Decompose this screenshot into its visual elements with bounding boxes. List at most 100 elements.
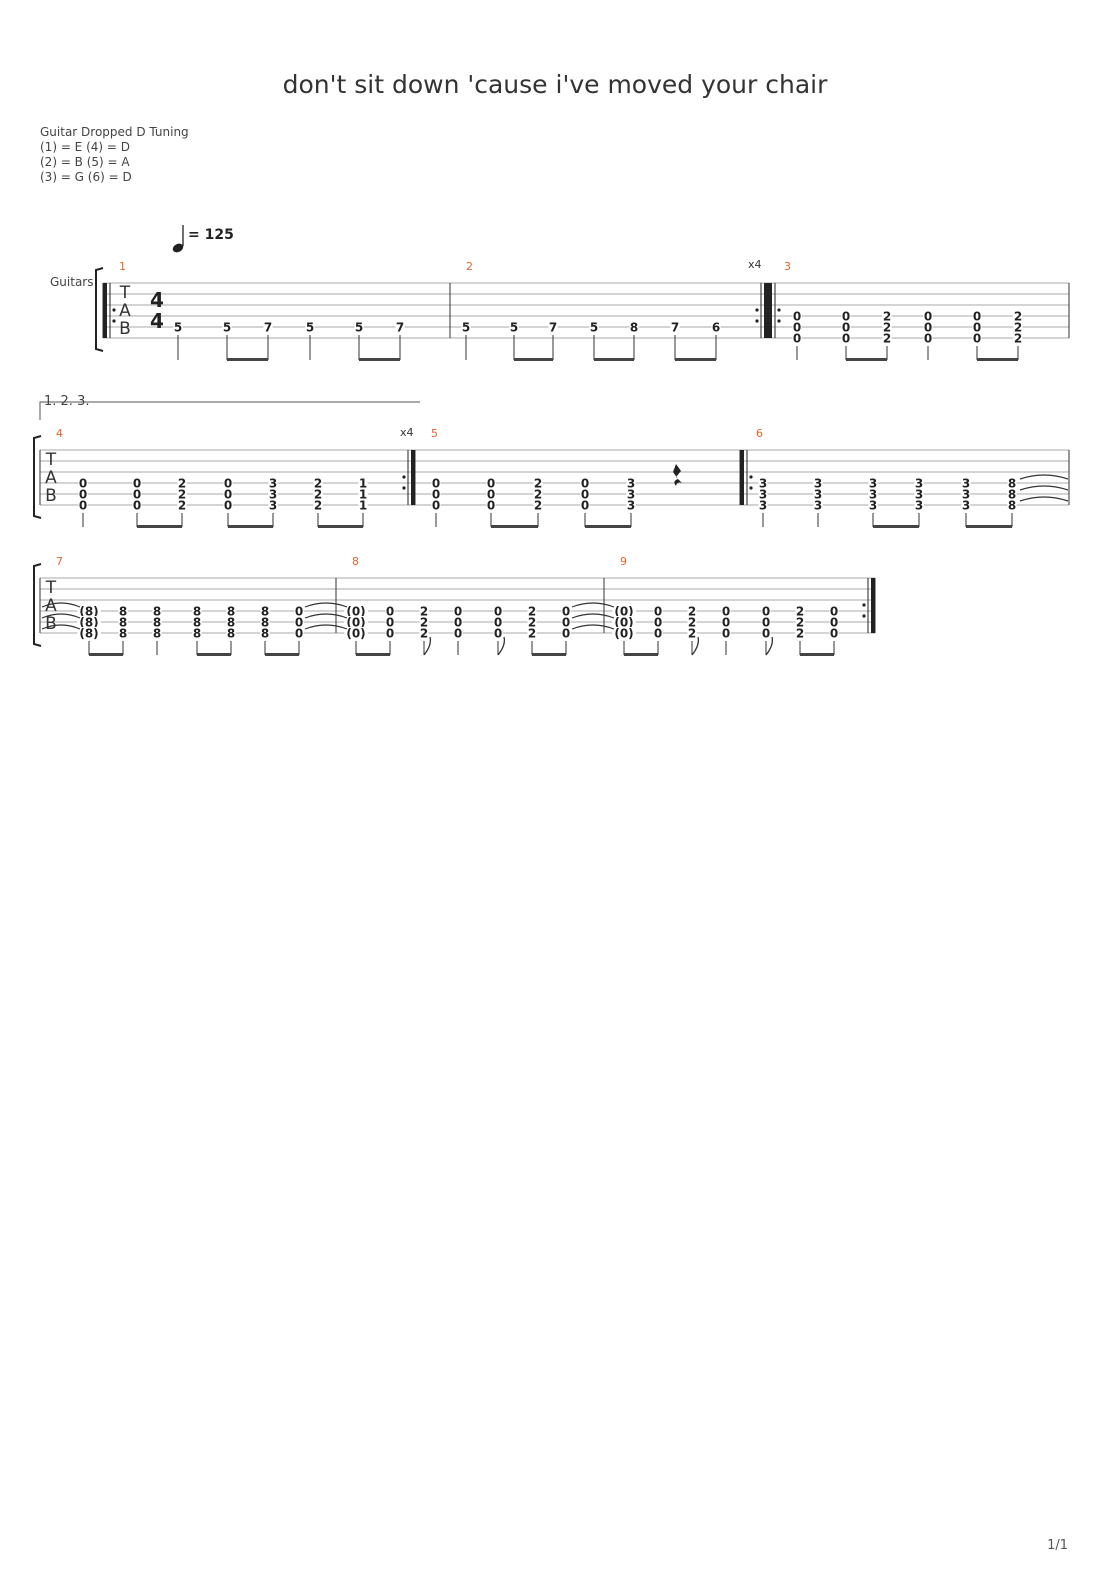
tuning-line: (1) = E (4) = D [40, 140, 130, 154]
time-signature: 4 4 [150, 288, 164, 333]
fret-background [961, 477, 971, 489]
fret-background [173, 321, 183, 333]
repeat-dot [112, 319, 116, 323]
fret-number: (0) [346, 616, 365, 630]
song-title: don't sit down 'cause i've moved your ch… [282, 70, 828, 99]
fret-number: 3 [269, 488, 277, 502]
fret-background [385, 616, 395, 628]
fret-number: 0 [224, 488, 232, 502]
fret-background [626, 488, 636, 500]
fret-background [914, 477, 924, 489]
beam [532, 653, 566, 656]
fret-background [1013, 321, 1023, 333]
fret-background [192, 616, 202, 628]
fret-number: 1 [359, 477, 367, 491]
beam [227, 358, 268, 361]
fret-background [961, 488, 971, 500]
fret-background [868, 499, 878, 511]
fret-number: 3 [814, 488, 822, 502]
tab-clef-letter: A [45, 468, 57, 488]
fret-background [626, 477, 636, 489]
fret-background [226, 616, 236, 628]
fret-number: 0 [454, 616, 462, 630]
fret-number: 0 [224, 499, 232, 513]
fret-number: 5 [306, 321, 314, 335]
fret-background [589, 321, 599, 333]
fret-background [152, 616, 162, 628]
fret-background [177, 488, 187, 500]
fret-number: 3 [627, 488, 635, 502]
fret-number: 0 [386, 605, 394, 619]
fret-number: 8 [630, 321, 638, 335]
fret-background [313, 488, 323, 500]
fret-background [77, 605, 101, 617]
fret-background [612, 616, 636, 628]
fret-number: 2 [534, 488, 542, 502]
fret-background [226, 627, 236, 639]
fret-background [612, 605, 636, 617]
fret-background [792, 310, 802, 322]
fret-number: 3 [915, 477, 923, 491]
beam [197, 653, 231, 656]
fret-background [687, 627, 697, 639]
fret-background [268, 488, 278, 500]
repeat-dot [755, 319, 759, 323]
beam [585, 525, 631, 528]
beam [491, 525, 538, 528]
fret-number: 0 [581, 499, 589, 513]
fret-background [419, 605, 429, 617]
fret-number: 0 [842, 321, 850, 335]
fret-number: 0 [722, 605, 730, 619]
fret-background [687, 605, 697, 617]
repeat-start-bar [740, 450, 744, 505]
page-number: 1/1 [1047, 1538, 1068, 1553]
fret-number: 0 [487, 477, 495, 491]
fret-number: 8 [227, 627, 235, 641]
repeat-end-bar [764, 283, 768, 338]
fret-background [721, 616, 731, 628]
fret-number: 2 [178, 499, 186, 513]
beam [318, 525, 363, 528]
fret-number: 2 [178, 488, 186, 502]
tuning-info: Guitar Dropped D Tuning (1) = E (4) = D … [40, 125, 189, 185]
fret-number: 0 [581, 488, 589, 502]
repeat-dot [112, 308, 116, 312]
fret-background [358, 499, 368, 511]
fret-background [841, 321, 851, 333]
fret-number: 0 [654, 627, 662, 641]
tie-arc [304, 624, 348, 630]
fret-background [972, 321, 982, 333]
fret-number: 0 [133, 499, 141, 513]
measure-number: 3 [784, 260, 791, 273]
fret-background [882, 332, 892, 344]
fret-background [453, 605, 463, 617]
beam [800, 653, 834, 656]
fret-background [548, 321, 558, 333]
fret-number: 0 [432, 499, 440, 513]
quarter-rest-icon [673, 464, 682, 486]
fret-number: 2 [314, 488, 322, 502]
tie-arc [571, 602, 615, 608]
fret-number: 0 [487, 488, 495, 502]
fret-background [882, 310, 892, 322]
tie-arc [1019, 496, 1069, 502]
repeat-dot [755, 308, 759, 312]
measure-number: 4 [56, 427, 63, 440]
fret-number: 2 [1014, 310, 1022, 324]
repeat-start-bar [103, 283, 107, 338]
fret-background [829, 627, 839, 639]
fret-background [1013, 332, 1023, 344]
tie-arc [41, 624, 81, 630]
fret-background [268, 477, 278, 489]
tuning-heading: Guitar Dropped D Tuning [40, 125, 189, 139]
fret-background [358, 477, 368, 489]
fret-background [914, 488, 924, 500]
fret-background [711, 321, 721, 333]
measure-number: 7 [56, 555, 63, 568]
tab-clef-letter: B [45, 614, 57, 634]
fret-background [344, 605, 368, 617]
repeat-end-bar [871, 578, 875, 633]
measure-number: 2 [466, 260, 473, 273]
fret-number: 3 [814, 477, 822, 491]
fret-number: 3 [759, 488, 767, 502]
